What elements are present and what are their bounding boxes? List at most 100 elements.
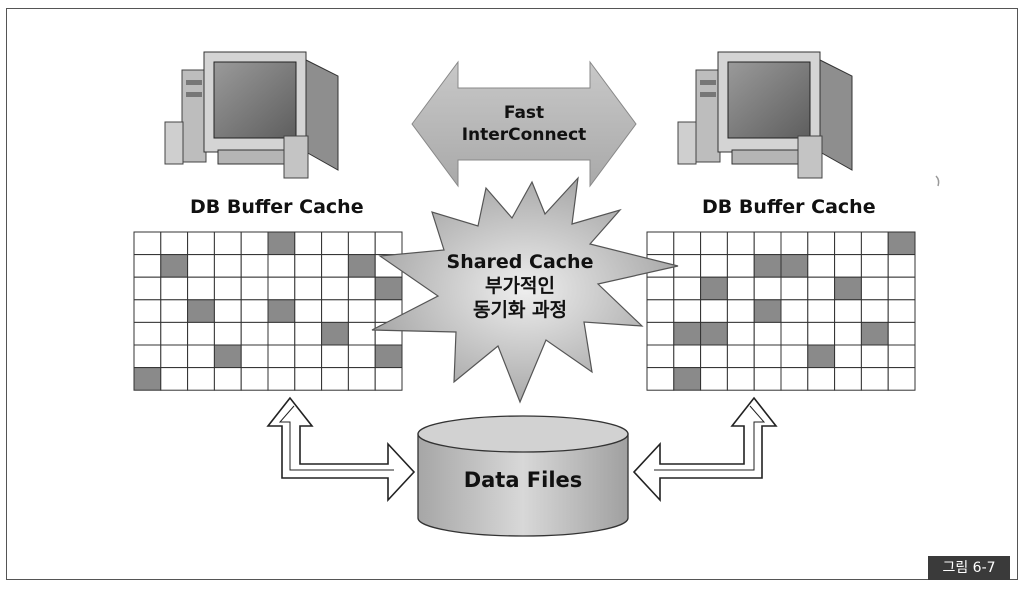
buffer-block <box>267 367 296 391</box>
buffer-block <box>187 276 215 301</box>
buffer-block <box>887 321 916 346</box>
buffer-block-filled <box>374 344 403 369</box>
buffer-block-filled <box>860 321 889 346</box>
buffer-block <box>780 367 809 391</box>
buffer-block <box>700 367 728 391</box>
buffer-block <box>187 254 215 278</box>
buffer-block <box>726 299 755 323</box>
buffer-block <box>321 344 349 369</box>
buffer-block <box>646 231 675 256</box>
shared-cache-starburst <box>371 176 679 404</box>
buffer-block-filled <box>673 321 702 346</box>
buffer-block <box>807 321 836 346</box>
buffer-block <box>726 367 755 391</box>
buffer-block <box>213 367 242 391</box>
buffer-block <box>294 344 323 369</box>
buffer-block <box>321 367 349 391</box>
buffer-block <box>240 299 269 323</box>
buffer-block-filled <box>213 344 242 369</box>
buffer-block <box>726 254 755 278</box>
buffer-block <box>673 276 702 301</box>
buffer-block <box>347 321 376 346</box>
buffer-block <box>726 344 755 369</box>
buffer-block <box>294 254 323 278</box>
buffer-block <box>646 321 675 346</box>
buffer-block <box>240 344 269 369</box>
figure-caption-badge: 그림 6-7 <box>928 556 1010 580</box>
buffer-block <box>347 231 376 256</box>
buffer-block <box>347 299 376 323</box>
buffer-block <box>321 276 349 301</box>
buffer-block <box>294 299 323 323</box>
buffer-block <box>834 321 862 346</box>
buffer-block <box>267 344 296 369</box>
interconnect-line-1: Fast <box>503 103 545 123</box>
shared-cache-line-2: 부가적인 <box>485 275 555 297</box>
interconnect-line-2: InterConnect <box>461 125 587 145</box>
shared-cache-label: Shared Cache 부가적인 동기화 과정 <box>432 250 608 322</box>
buffer-block <box>240 321 269 346</box>
buffer-block <box>160 344 189 369</box>
buffer-block <box>887 276 916 301</box>
buffer-block-filled <box>834 276 862 301</box>
buffer-block <box>374 231 403 256</box>
buffer-block <box>160 321 189 346</box>
buffer-block <box>160 367 189 391</box>
buffer-block <box>160 299 189 323</box>
buffer-block <box>780 344 809 369</box>
buffer-block <box>133 299 162 323</box>
buffer-block-filled <box>187 299 215 323</box>
buffer-block <box>700 254 728 278</box>
buffer-block <box>646 367 675 391</box>
buffer-block <box>807 299 836 323</box>
buffer-block <box>834 254 862 278</box>
buffer-block <box>753 276 782 301</box>
buffer-block <box>860 254 889 278</box>
buffer-block-filled <box>700 321 728 346</box>
buffer-block <box>700 344 728 369</box>
buffer-block <box>240 231 269 256</box>
buffer-block-filled <box>347 254 376 278</box>
buffer-block-filled <box>807 344 836 369</box>
buffer-block <box>860 344 889 369</box>
buffer-block-filled <box>673 367 702 391</box>
scan-mark <box>935 175 940 187</box>
buffer-block <box>700 299 728 323</box>
buffer-block <box>860 299 889 323</box>
buffer-block <box>240 367 269 391</box>
buffer-block <box>213 321 242 346</box>
right-buffer-cache-label: DB Buffer Cache <box>702 196 876 218</box>
buffer-block <box>267 321 296 346</box>
buffer-block <box>321 254 349 278</box>
buffer-block <box>213 299 242 323</box>
buffer-block <box>726 321 755 346</box>
buffer-block-filled <box>753 299 782 323</box>
buffer-block <box>726 276 755 301</box>
buffer-block <box>347 276 376 301</box>
buffer-block <box>807 367 836 391</box>
buffer-block-filled <box>780 254 809 278</box>
buffer-block <box>753 321 782 346</box>
buffer-block <box>133 321 162 346</box>
buffer-block <box>374 367 403 391</box>
buffer-block <box>213 254 242 278</box>
buffer-block <box>347 367 376 391</box>
buffer-block <box>834 344 862 369</box>
buffer-block <box>780 299 809 323</box>
buffer-block <box>267 276 296 301</box>
buffer-block <box>133 344 162 369</box>
buffer-block <box>726 231 755 256</box>
buffer-block-filled <box>374 276 403 301</box>
left-buffer-cache-label: DB Buffer Cache <box>190 196 364 218</box>
buffer-block <box>807 231 836 256</box>
right-computer-icon <box>677 51 853 179</box>
buffer-block-filled <box>321 321 349 346</box>
buffer-block <box>187 321 215 346</box>
buffer-block <box>133 276 162 301</box>
buffer-block <box>187 231 215 256</box>
buffer-block <box>213 276 242 301</box>
buffer-block <box>807 254 836 278</box>
left-computer-icon <box>164 51 339 179</box>
buffer-block <box>133 254 162 278</box>
